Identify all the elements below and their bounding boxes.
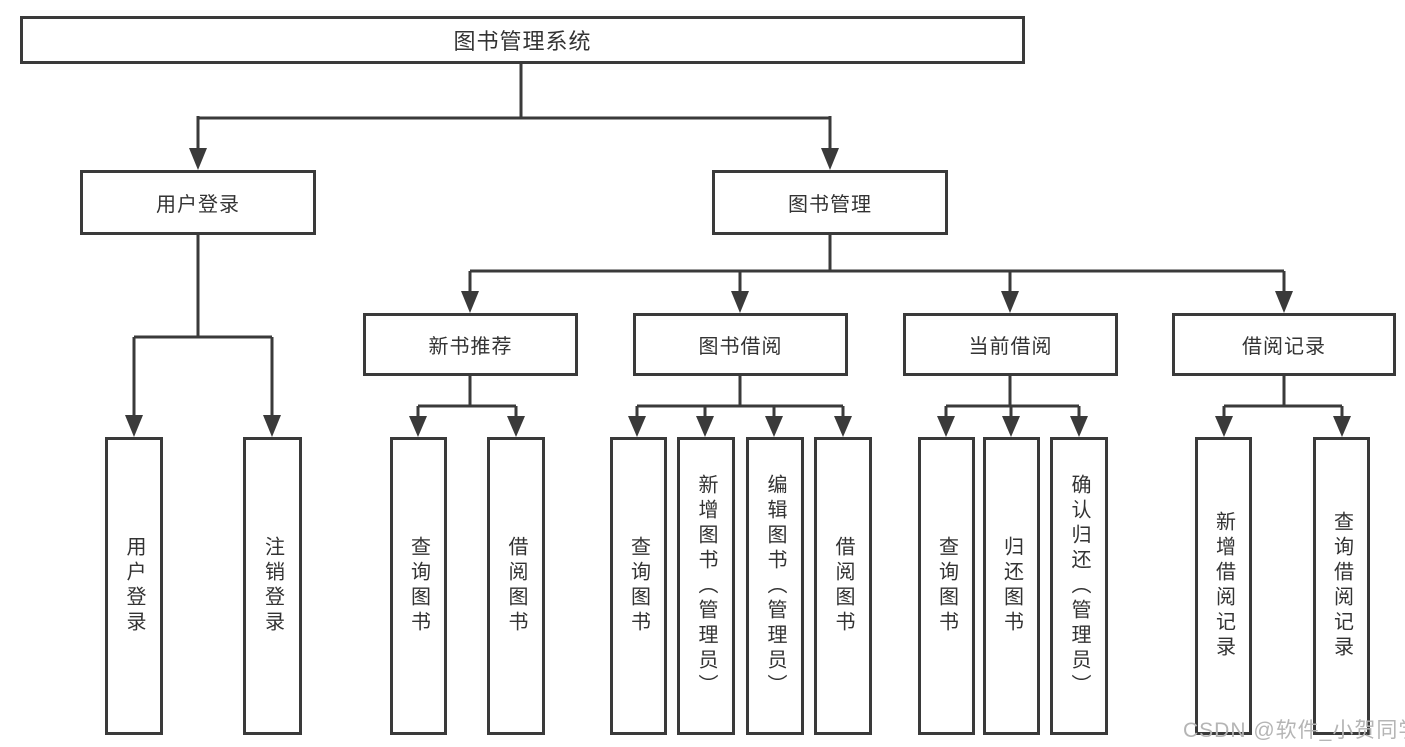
leaf-bb-query-books-label: 查询图书 — [627, 536, 650, 636]
leaf-br-query-record-label: 查询借阅记录 — [1330, 511, 1353, 661]
node-user-login-label: 用户登录 — [156, 194, 240, 216]
node-borrowing-records: 借阅记录 — [1172, 313, 1396, 376]
node-user-login: 用户登录 — [80, 170, 316, 235]
leaf-bb-add-books-admin: 新增图书（管理员） — [677, 437, 735, 735]
leaf-nb-query-books-label: 查询图书 — [407, 536, 430, 636]
node-book-borrowing: 图书借阅 — [633, 313, 848, 376]
node-new-book-recommend-label: 新书推荐 — [428, 336, 513, 358]
watermark: CSDN @软件_小贺同学 — [1183, 719, 1405, 742]
node-book-management: 图书管理 — [712, 170, 948, 235]
leaf-logout-label: 注销登录 — [261, 536, 284, 636]
node-current-borrowing: 当前借阅 — [903, 313, 1118, 376]
node-book-management-label: 图书管理 — [788, 194, 872, 216]
node-new-book-recommend: 新书推荐 — [363, 313, 578, 376]
node-borrowing-records-label: 借阅记录 — [1242, 336, 1326, 358]
leaf-br-add-record-label: 新增借阅记录 — [1212, 511, 1235, 661]
node-current-borrowing-label: 当前借阅 — [968, 336, 1053, 358]
leaf-bb-edit-books-admin: 编辑图书（管理员） — [746, 437, 804, 735]
node-root: 图书管理系统 — [20, 16, 1025, 64]
leaf-cb-confirm-return-admin-label: 确认归还（管理员） — [1068, 473, 1090, 699]
leaf-user-login-label: 用户登录 — [123, 536, 145, 636]
leaf-bb-add-books-admin-label: 新增图书（管理员） — [695, 473, 717, 699]
leaf-bb-edit-books-admin-label: 编辑图书（管理员） — [764, 473, 786, 699]
leaf-cb-return-books: 归还图书 — [983, 437, 1040, 735]
leaf-cb-confirm-return-admin: 确认归还（管理员） — [1050, 437, 1108, 735]
leaf-bb-borrow-books: 借阅图书 — [814, 437, 872, 735]
leaf-nb-borrow-books: 借阅图书 — [487, 437, 545, 735]
leaf-logout: 注销登录 — [243, 437, 302, 735]
leaf-bb-query-books: 查询图书 — [610, 437, 667, 735]
leaf-nb-borrow-books-label: 借阅图书 — [505, 536, 527, 636]
leaf-cb-query-books-label: 查询图书 — [935, 536, 958, 636]
leaf-bb-borrow-books-label: 借阅图书 — [832, 536, 854, 636]
leaf-br-query-record: 查询借阅记录 — [1313, 437, 1370, 735]
leaf-cb-return-books-label: 归还图书 — [1000, 536, 1023, 636]
leaf-br-add-record: 新增借阅记录 — [1195, 437, 1252, 735]
leaf-cb-query-books: 查询图书 — [918, 437, 975, 735]
node-book-borrowing-label: 图书借阅 — [698, 336, 783, 358]
leaf-nb-query-books: 查询图书 — [390, 437, 447, 735]
leaf-user-login: 用户登录 — [105, 437, 163, 735]
node-root-label: 图书管理系统 — [453, 29, 592, 54]
